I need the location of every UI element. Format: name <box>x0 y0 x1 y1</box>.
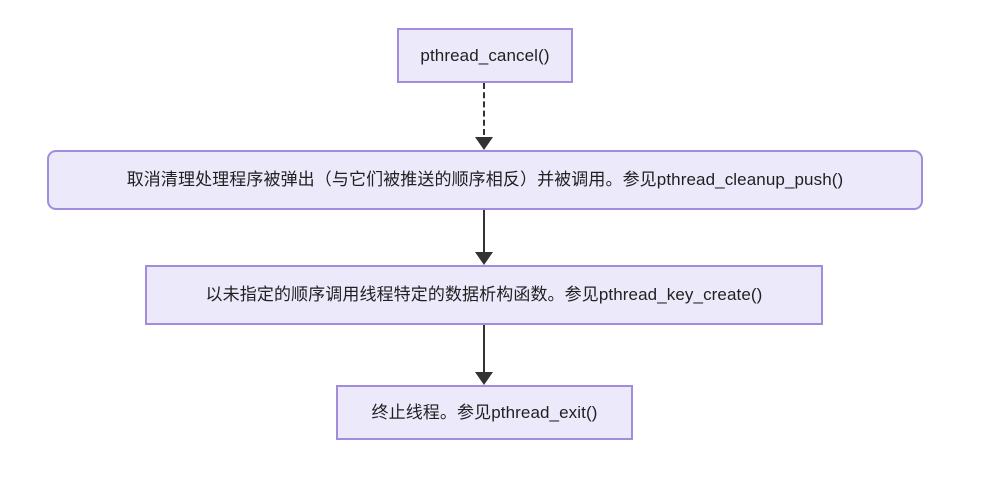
node-cleanup-handlers-popped[interactable]: 取消清理处理程序被弹出（与它们被推送的顺序相反）并被调用。参见pthread_c… <box>47 150 923 210</box>
node-cleanup-handlers-popped-label: 取消清理处理程序被弹出（与它们被推送的顺序相反）并被调用。参见pthread_c… <box>126 170 844 190</box>
node-thread-exit-label: 终止线程。参见pthread_exit() <box>371 402 598 422</box>
edge-cleanup-pop-to-key-destruct <box>474 210 494 265</box>
arrowhead-down-icon <box>475 137 493 150</box>
edge-line-dotted <box>483 83 485 135</box>
node-pthread-cancel-label: pthread_cancel() <box>420 45 550 65</box>
edge-key-destruct-to-thread-exit <box>474 325 494 385</box>
node-key-destructors-label: 以未指定的顺序调用线程特定的数据析构函数。参见pthread_key_creat… <box>205 285 763 305</box>
node-pthread-cancel[interactable]: pthread_cancel() <box>397 28 573 83</box>
edge-line-solid <box>483 210 485 252</box>
node-key-destructors[interactable]: 以未指定的顺序调用线程特定的数据析构函数。参见pthread_key_creat… <box>145 265 823 325</box>
edge-line-solid <box>483 325 485 372</box>
arrowhead-down-icon <box>475 372 493 385</box>
node-thread-exit[interactable]: 终止线程。参见pthread_exit() <box>336 385 633 440</box>
edge-cancel-to-cleanup-pop <box>474 83 494 150</box>
arrowhead-down-icon <box>475 252 493 265</box>
